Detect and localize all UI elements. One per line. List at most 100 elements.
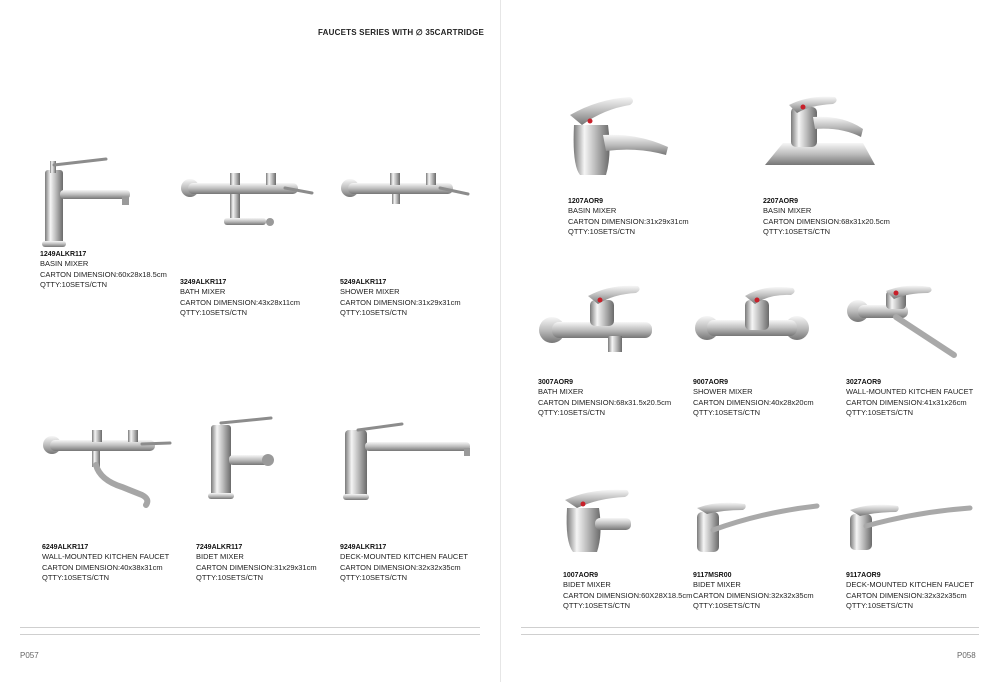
catalog-page-left: FAUCETS SERIES WITH ∅ 35CARTRIDGE 1249AL… (20, 28, 500, 660)
product-code: 9007AOR9 (693, 379, 729, 386)
product-carton: CARTON DIMENSION:68x31.5x20.5cm (538, 397, 672, 407)
product-name: DECK-MOUNTED KITCHEN FAUCET (340, 552, 468, 561)
bath-mixer-wall-faucet-icon (181, 173, 314, 226)
product-qty: QTTY:10SETS/CTN (538, 408, 606, 417)
product-card: 6249ALKR117 WALL-MOUNTED KITCHEN FAUCET … (42, 425, 202, 584)
product-name: BASIN MIXER (40, 259, 89, 268)
shower-mixer-wall-faucet-icon (341, 173, 470, 204)
product-carton: CARTON DIMENSION:32x32x35cm (846, 590, 967, 600)
bath-mixer-faucet-icon (539, 285, 652, 352)
product-code: 7249ALKR117 (196, 544, 243, 551)
product-code: 2207AOR9 (763, 198, 799, 205)
product-code: 3007AOR9 (538, 379, 574, 386)
deck-kitchen-faucet-icon (850, 504, 973, 550)
product-card: 9249ALKR117 DECK-MOUNTED KITCHEN FAUCET … (340, 420, 500, 584)
product-name: BATH MIXER (538, 387, 584, 396)
product-qty: QTTY:10SETS/CTN (846, 601, 914, 610)
product-carton: CARTON DIMENSION:31x29x31cm (568, 216, 689, 226)
product-photo-deck-kitchen-faucet (340, 420, 500, 543)
product-name: WALL-MOUNTED KITCHEN FAUCET (42, 552, 170, 561)
basin-mixer-deck-faucet-icon (765, 96, 875, 165)
product-carton: CARTON DIMENSION:40x38x31cm (42, 562, 163, 572)
footer-rule (20, 634, 480, 635)
product-code: 6249ALKR117 (42, 544, 89, 551)
product-code: 1007AOR9 (563, 572, 599, 579)
product-card: 9117MSR00 BIDET MIXER CARTON DIMENSION:3… (693, 500, 853, 612)
product-code: 5249ALKR117 (340, 279, 387, 286)
product-photo-bidet-mixer (196, 415, 356, 543)
product-photo-basin-mixer (40, 155, 200, 250)
product-name: WALL-MOUNTED KITCHEN FAUCET (846, 387, 974, 396)
wall-kitchen-faucet-icon (43, 430, 172, 508)
product-qty: QTTY:10SETS/CTN (763, 227, 831, 236)
product-name: DECK-MOUNTED KITCHEN FAUCET (846, 580, 974, 589)
product-carton: CARTON DIMENSION:41x31x26cm (846, 397, 967, 407)
product-photo-shower-mixer (693, 280, 853, 378)
product-card: 5249ALKR117 SHOWER MIXER CARTON DIMENSIO… (340, 168, 500, 319)
product-carton: CARTON DIMENSION:40x28x20cm (693, 397, 814, 407)
sink-mixer-faucet-icon (697, 502, 820, 552)
bidet-mixer-faucet-icon (208, 416, 274, 499)
product-card: 3007AOR9 BATH MIXER CARTON DIMENSION:68x… (538, 280, 698, 419)
product-qty: QTTY:10SETS/CTN (693, 601, 761, 610)
page-header-title: FAUCETS SERIES WITH ∅ 35CARTRIDGE (318, 28, 485, 37)
footer-rule (521, 634, 979, 635)
product-code: 1249ALKR117 (40, 251, 87, 258)
page-number: P057 (20, 651, 39, 660)
shower-mixer-faucet-icon (695, 287, 809, 340)
product-code: 3027AOR9 (846, 379, 882, 386)
catalog-page-right: 1207AOR9 BASIN MIXER CARTON DIMENSION:31… (500, 0, 1000, 682)
product-card: 3027AOR9 WALL-MOUNTED KITCHEN FAUCET CAR… (846, 285, 1000, 419)
product-photo-bath-mixer (180, 168, 340, 278)
product-card: 9117AOR9 DECK-MOUNTED KITCHEN FAUCET CAR… (846, 502, 1000, 612)
basin-mixer-tall-faucet-icon (42, 157, 130, 247)
deck-kitchen-faucet-icon (343, 422, 470, 500)
product-photo-sink-mixer (693, 500, 853, 571)
product-qty: QTTY:10SETS/CTN (340, 308, 408, 317)
product-qty: QTTY:10SETS/CTN (180, 308, 248, 317)
footer-rule (20, 627, 480, 628)
product-name: BIDET MIXER (693, 580, 741, 589)
product-qty: QTTY:10SETS/CTN (846, 408, 914, 417)
product-code: 9117AOR9 (846, 572, 881, 579)
product-carton: CARTON DIMENSION:32x32x35cm (340, 562, 461, 572)
product-carton: CARTON DIMENSION:32x32x35cm (693, 590, 814, 600)
product-card: 1249ALKR117 BASIN MIXER CARTON DIMENSION… (40, 155, 200, 291)
product-card: 9007AOR9 SHOWER MIXER CARTON DIMENSION:4… (693, 280, 853, 419)
product-card: 2207AOR9 BASIN MIXER CARTON DIMENSION:68… (763, 95, 923, 238)
product-carton: CARTON DIMENSION:31x29x31cm (340, 297, 461, 307)
product-card: 1007AOR9 BIDET MIXER CARTON DIMENSION:60… (563, 488, 723, 612)
product-name: BIDET MIXER (196, 552, 244, 561)
product-carton: CARTON DIMENSION:31x29x31cm (196, 562, 317, 572)
product-name: BASIN MIXER (568, 206, 617, 215)
basin-mixer-faucet-icon (570, 97, 668, 175)
product-qty: QTTY:10SETS/CTN (693, 408, 761, 417)
product-carton: CARTON DIMENSION:60x28x18.5cm (40, 269, 167, 279)
bidet-mixer-faucet-icon (565, 489, 631, 552)
product-photo-deck-kitchen-faucet (846, 502, 1000, 571)
product-card: 1207AOR9 BASIN MIXER CARTON DIMENSION:31… (568, 95, 728, 238)
wall-kitchen-faucet-icon (847, 285, 957, 358)
product-code: 9249ALKR117 (340, 544, 387, 551)
product-carton: CARTON DIMENSION:68x31x20.5cm (763, 216, 890, 226)
product-name: BIDET MIXER (563, 580, 611, 589)
product-qty: QTTY:10SETS/CTN (340, 573, 408, 582)
product-carton: CARTON DIMENSION:60X28X18.5cm (563, 590, 693, 600)
product-photo-wall-kitchen-faucet (42, 425, 202, 543)
product-name: BATH MIXER (180, 287, 226, 296)
product-photo-shower-mixer (340, 168, 500, 278)
product-card: 3249ALKR117 BATH MIXER CARTON DIMENSION:… (180, 168, 340, 319)
product-photo-basin-mixer-deck (763, 95, 923, 197)
product-qty: QTTY:10SETS/CTN (563, 601, 631, 610)
product-carton: CARTON DIMENSION:43x28x11cm (180, 297, 301, 307)
product-qty: QTTY:10SETS/CTN (568, 227, 636, 236)
product-photo-wall-kitchen-faucet (846, 285, 1000, 378)
product-card: 7249ALKR117 BIDET MIXER CARTON DIMENSION… (196, 415, 356, 584)
product-photo-bidet-mixer (563, 488, 723, 571)
footer-rule (521, 627, 979, 628)
page-number: P058 (957, 651, 976, 660)
product-photo-basin-mixer (568, 95, 728, 197)
product-photo-bath-mixer (538, 280, 698, 378)
product-qty: QTTY:10SETS/CTN (42, 573, 110, 582)
product-code: 3249ALKR117 (180, 279, 227, 286)
